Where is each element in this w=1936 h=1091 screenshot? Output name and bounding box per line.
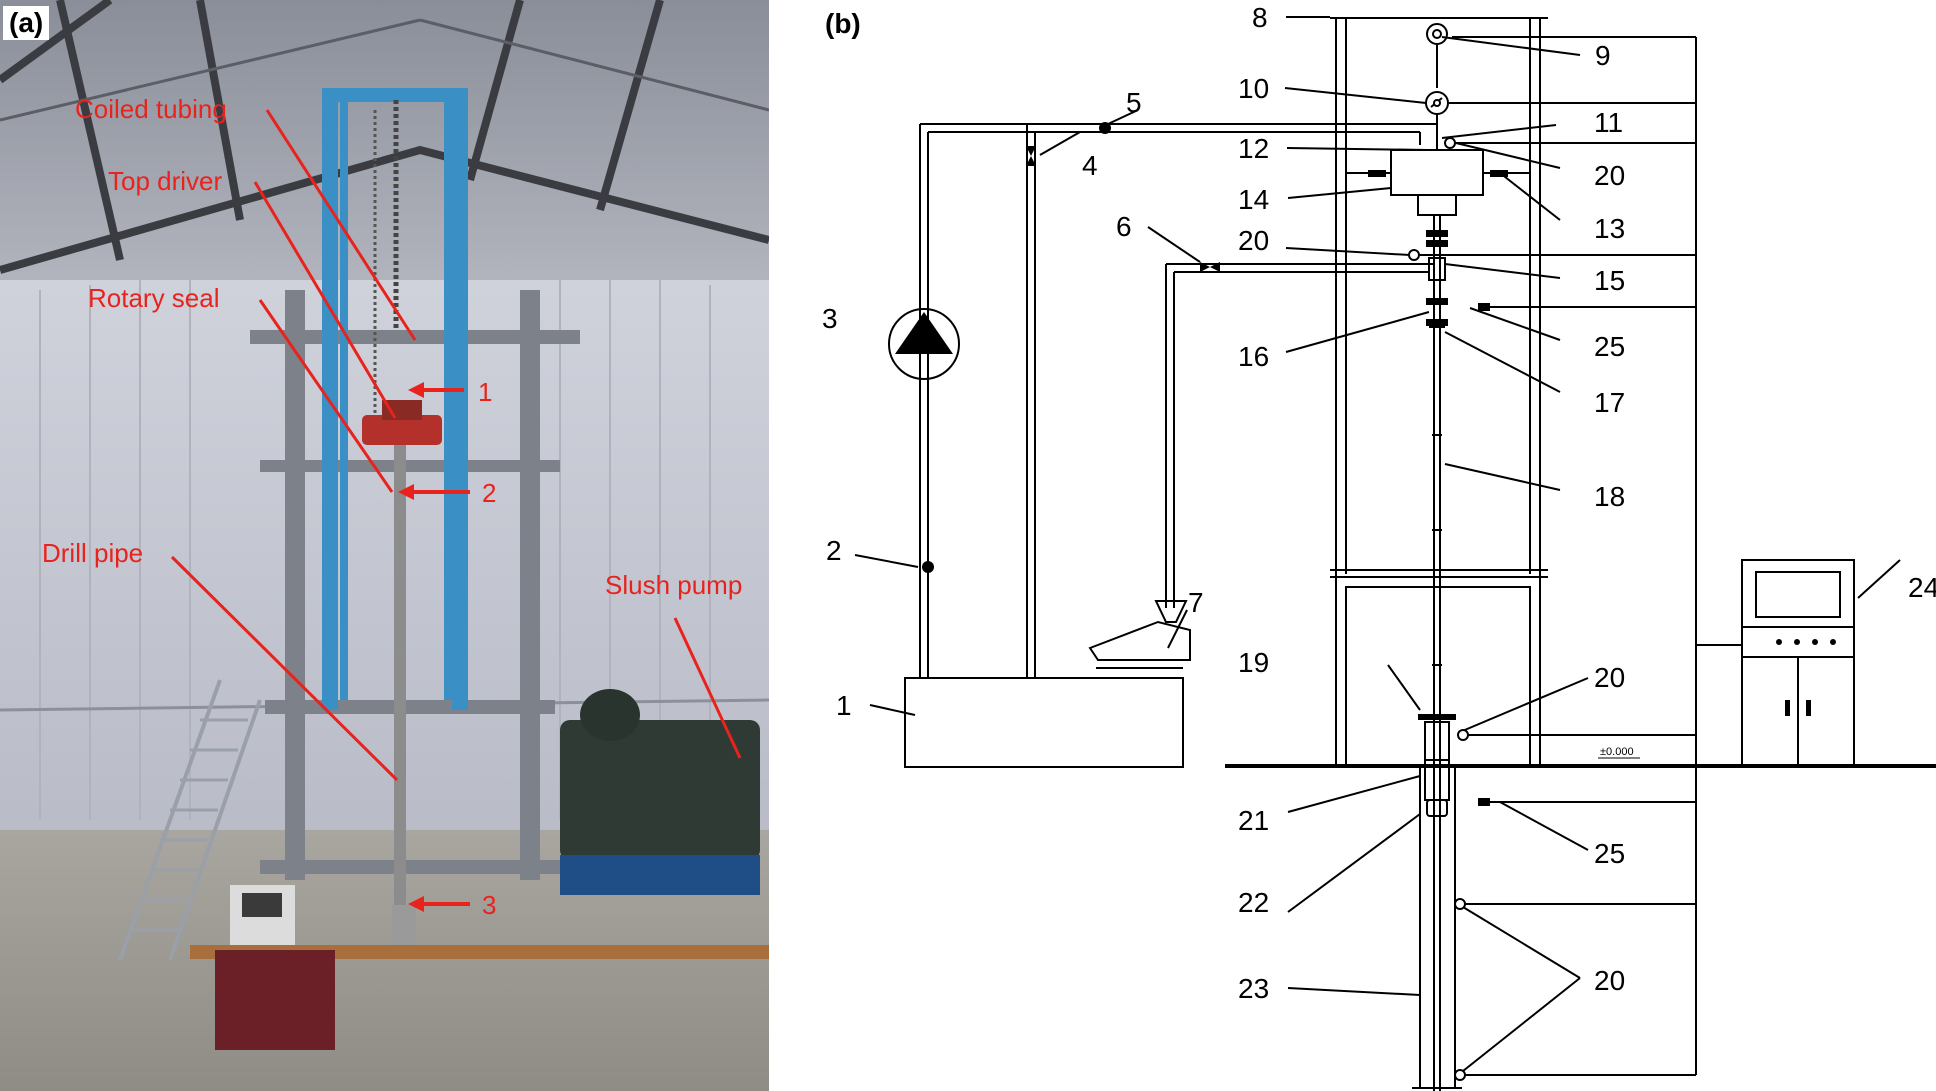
label-22: 22 <box>1238 887 1269 918</box>
top-driver-label: Top driver <box>108 166 222 196</box>
panel-b-tag: (b) <box>825 8 861 40</box>
label-8: 8 <box>1252 2 1268 33</box>
coiled-tubing-label: Coiled tubing <box>75 94 227 124</box>
label-5: 5 <box>1126 87 1142 118</box>
drill-pipe-label: Drill pipe <box>42 538 143 568</box>
label-6: 6 <box>1116 211 1132 242</box>
label-2: 2 <box>826 535 842 566</box>
pump-triangle-icon <box>895 312 953 354</box>
photo-panel: Coiled tubing Top driver Rotary seal Dri… <box>0 0 769 1091</box>
label-25-top: 25 <box>1594 331 1625 362</box>
label-16: 16 <box>1238 341 1269 372</box>
label-23: 23 <box>1238 973 1269 1004</box>
slush-pump-label: Slush pump <box>605 570 742 600</box>
label-4: 4 <box>1082 150 1098 181</box>
label-24: 24 <box>1908 572 1936 603</box>
label-1: 1 <box>836 690 852 721</box>
label-20-bottom: 20 <box>1594 965 1625 996</box>
schematic-diagram: ±0.000 8 9 10 5 11 12 4 20 14 13 6 20 15… <box>822 2 1936 1091</box>
label-19: 19 <box>1238 647 1269 678</box>
rotary-seal-label: Rotary seal <box>88 283 220 313</box>
label-10: 10 <box>1238 73 1269 104</box>
label-20-top: 20 <box>1594 160 1625 191</box>
label-15: 15 <box>1594 265 1625 296</box>
ground-level-label: ±0.000 <box>1600 746 1634 758</box>
label-11: 11 <box>1594 107 1623 138</box>
panel-a-tag: (a) <box>3 6 50 40</box>
marker-3: 3 <box>482 890 496 920</box>
label-18: 18 <box>1594 481 1625 512</box>
label-14: 14 <box>1238 184 1269 215</box>
label-25-bottom: 25 <box>1594 838 1625 869</box>
marker-1: 1 <box>478 377 492 407</box>
label-20-mid: 20 <box>1238 225 1269 256</box>
schematic-panel: (b) <box>769 0 1936 1091</box>
label-7: 7 <box>1188 587 1204 618</box>
label-3: 3 <box>822 303 838 334</box>
label-9: 9 <box>1595 40 1611 71</box>
label-21: 21 <box>1238 805 1269 836</box>
label-17: 17 <box>1594 387 1625 418</box>
rig-photo: Coiled tubing Top driver Rotary seal Dri… <box>0 0 769 1091</box>
label-13: 13 <box>1594 213 1625 244</box>
marker-2: 2 <box>482 478 496 508</box>
label-12: 12 <box>1238 133 1269 164</box>
label-20-wellhead: 20 <box>1594 662 1625 693</box>
